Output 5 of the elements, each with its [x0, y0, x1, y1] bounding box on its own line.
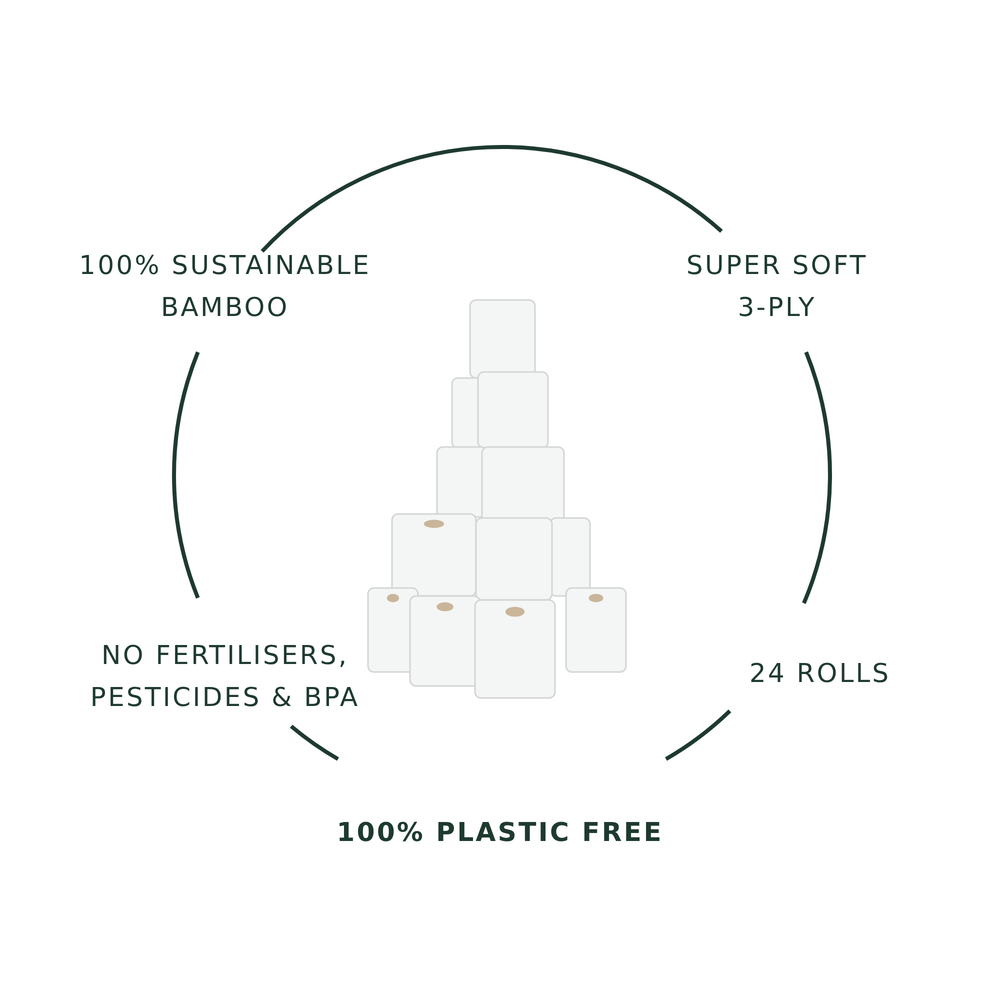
feature-label: 24 ROLLS [748, 658, 892, 691]
feature-label: 100% PLASTIC FREE [336, 817, 664, 850]
feature-label: 100% SUSTAINABLE BAMBOO [78, 250, 372, 325]
feature-label: NO FERTILISERS, PESTICIDES & BPA [89, 640, 361, 715]
feature-label: SUPER SOFT 3-PLY [685, 250, 869, 325]
